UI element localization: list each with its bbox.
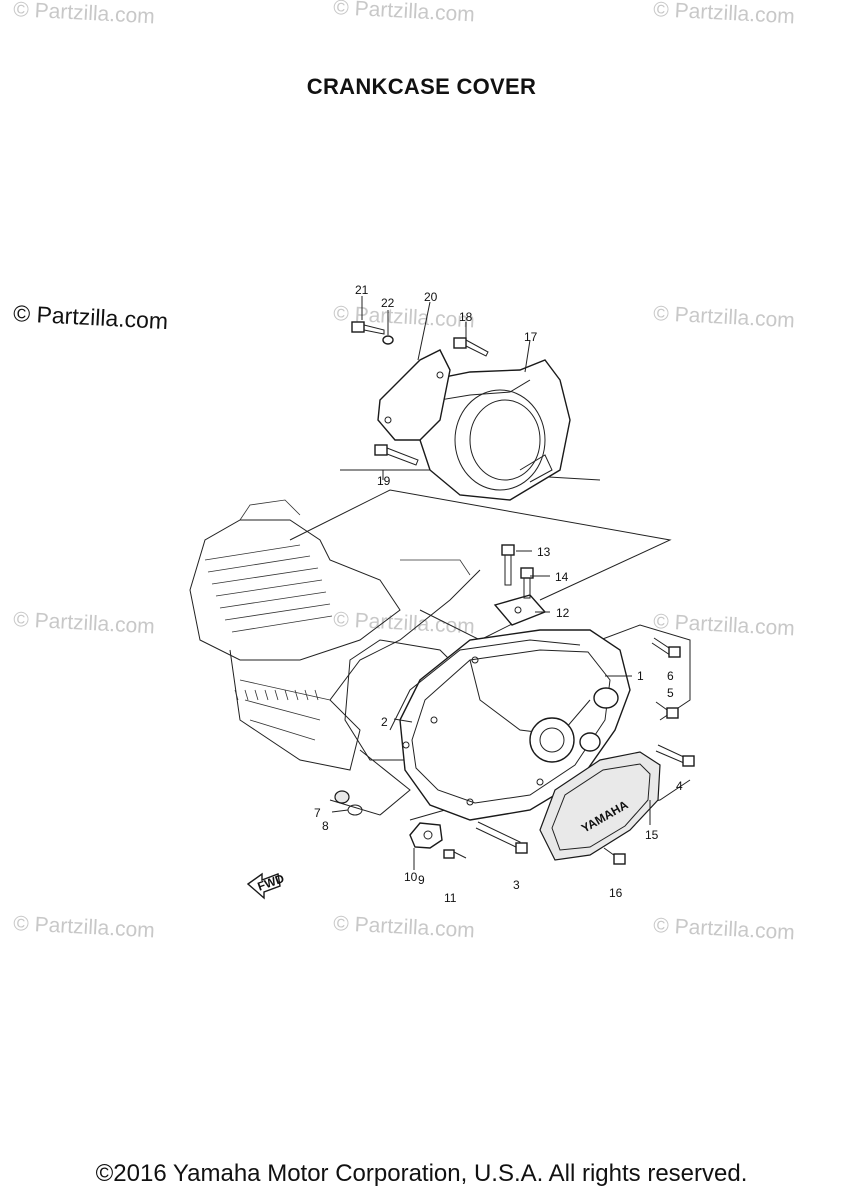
bolt-4 xyxy=(655,744,695,767)
callout-8: 8 xyxy=(322,819,329,833)
bolt-16 xyxy=(603,847,626,865)
callout-leaders xyxy=(331,296,651,870)
callout-17: 17 xyxy=(524,330,538,344)
part-11-bolt xyxy=(443,849,467,859)
bolt-3 xyxy=(475,821,528,854)
callout-9: 9 xyxy=(418,873,425,887)
callout-14: 14 xyxy=(555,570,569,584)
part-20-plate xyxy=(377,349,451,441)
bolt-6 xyxy=(651,637,681,658)
callout-13: 13 xyxy=(537,545,551,559)
callout-5: 5 xyxy=(667,686,674,700)
callout-15: 15 xyxy=(645,828,659,842)
copyright-footer: ©2016 Yamaha Motor Corporation, U.S.A. A… xyxy=(95,1160,748,1187)
part-15-outer-cover: YAMAHA xyxy=(539,751,661,861)
callout-11: 11 xyxy=(444,891,457,905)
callout-19: 19 xyxy=(377,474,391,488)
part-12-plate xyxy=(493,594,547,626)
bolt-5 xyxy=(655,701,679,719)
callout-18: 18 xyxy=(459,310,473,324)
callout-6: 6 xyxy=(667,669,674,683)
callout-12: 12 xyxy=(556,606,570,620)
part-13-bolt xyxy=(501,544,515,586)
part-9-cap xyxy=(409,822,443,849)
page-title: CRANKCASE COVER xyxy=(306,74,537,99)
callout-7: 7 xyxy=(314,806,321,820)
callout-4: 4 xyxy=(676,779,683,793)
callout-2: 2 xyxy=(381,715,388,729)
callout-21: 21 xyxy=(355,283,369,297)
bolt-18 xyxy=(453,337,489,357)
part-8-oring xyxy=(347,804,363,816)
callout-16: 16 xyxy=(609,886,623,900)
bolt-19 xyxy=(374,444,419,466)
callouts: 1 2 3 4 5 6 7 8 9 10 11 12 13 14 15 16 1… xyxy=(314,283,683,905)
washer-22 xyxy=(382,335,394,345)
callout-3: 3 xyxy=(513,878,520,892)
callout-10: 10 xyxy=(404,870,418,884)
callout-20: 20 xyxy=(424,290,438,304)
callout-22: 22 xyxy=(381,296,395,310)
part-7-plug xyxy=(334,790,350,804)
callout-1: 1 xyxy=(637,669,644,683)
bolt-21 xyxy=(351,321,385,335)
part-1-crankcase-cover xyxy=(399,629,631,821)
part-2-gasket xyxy=(389,639,581,731)
part-14-bolt xyxy=(520,567,534,599)
fwd-arrow-icon: FWD xyxy=(246,871,286,900)
